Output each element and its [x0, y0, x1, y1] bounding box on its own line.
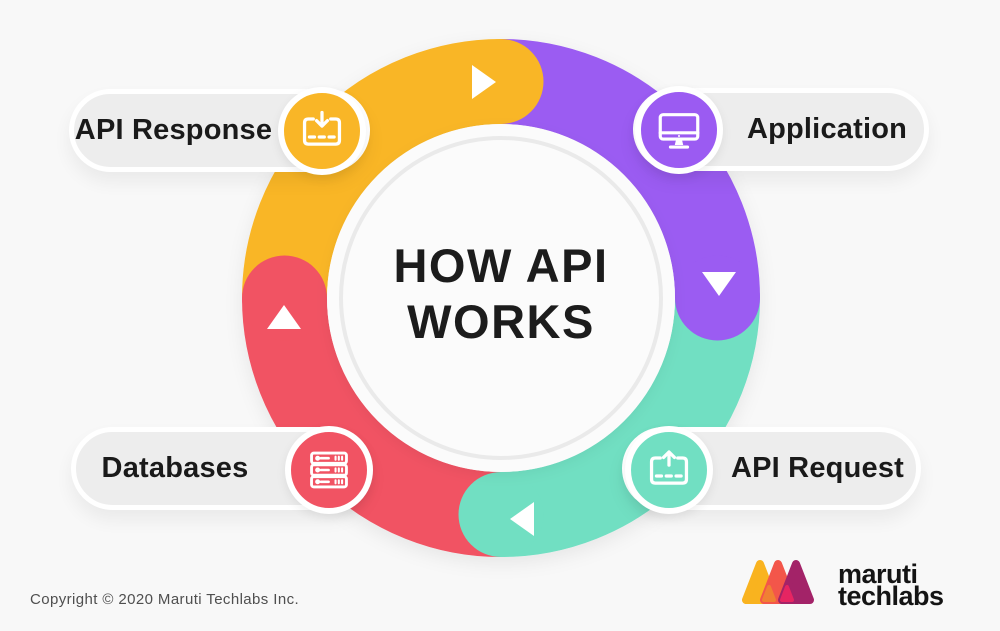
- arrow-right-icon: [472, 65, 496, 99]
- monitor-icon: [635, 86, 723, 174]
- logo-overlap-orange: [762, 585, 776, 602]
- arrow-up-icon: [267, 305, 301, 329]
- center-inner-ring: [339, 136, 663, 460]
- node-application: Application: [633, 86, 929, 174]
- node-api-response-label: API Response: [74, 114, 273, 146]
- node-api-request-label: API Request: [730, 452, 904, 484]
- logo-word-1: maruti: [838, 559, 918, 589]
- cap-teal-over-red: [458, 472, 544, 557]
- brand-logo-text: maruti techlabs: [838, 559, 944, 611]
- upload-tray-icon: [625, 426, 713, 514]
- download-tray-glyph: [302, 110, 342, 146]
- copyright-text: Copyright © 2020 Maruti Techlabs Inc.: [30, 591, 300, 608]
- center-disc: [327, 124, 675, 472]
- node-application-label: Application: [746, 113, 908, 145]
- logo-word-2: techlabs: [838, 581, 944, 611]
- server-stack-icon: [285, 426, 373, 514]
- cap-yellow-over-purple: [458, 39, 544, 124]
- cap-purple-over-teal: [675, 255, 760, 341]
- cap-red-over-yellow: [242, 255, 327, 341]
- title-line-1: HOW API: [393, 239, 609, 292]
- logo-overlap-pink: [780, 585, 794, 602]
- brand-logo-mark: [742, 560, 814, 604]
- diagram-title: HOW API WORKS: [393, 238, 608, 350]
- brand-logo: maruti techlabs: [740, 556, 944, 611]
- server-stack-glyph: [310, 451, 348, 489]
- title-line-2: WORKS: [407, 295, 595, 348]
- node-api-request: API Request: [622, 426, 921, 514]
- download-tray-icon: [278, 87, 366, 175]
- monitor-glyph: [658, 113, 700, 149]
- arrow-left-icon: [510, 502, 534, 536]
- node-databases: Databases: [71, 426, 373, 514]
- node-databases-label: Databases: [101, 452, 249, 484]
- arrow-down-icon: [702, 272, 736, 296]
- upload-tray-glyph: [649, 450, 689, 485]
- node-api-response: API Response: [69, 87, 370, 175]
